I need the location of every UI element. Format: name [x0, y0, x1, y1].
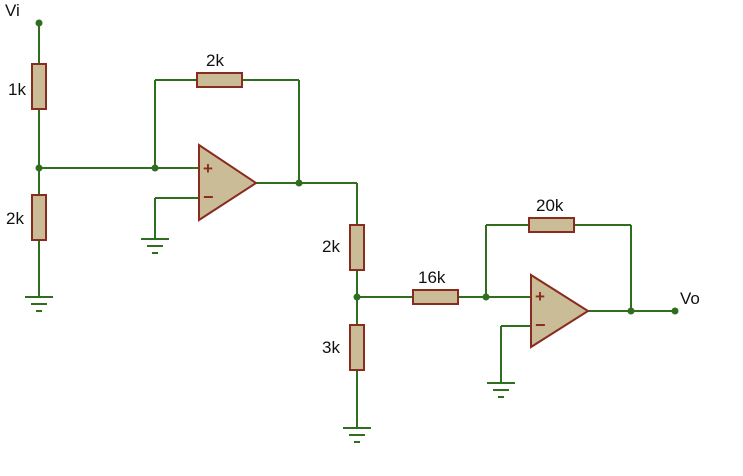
resistor-icon-r-top: [31, 63, 47, 110]
resistor-icon-r-series: [412, 289, 459, 305]
terminal-icon-output: [671, 307, 679, 315]
junction-icon: [482, 293, 490, 301]
junction-icon: [353, 293, 361, 301]
opamp-icon-2: [530, 273, 590, 349]
ground-icon-1: [25, 296, 53, 312]
opamps: [198, 143, 590, 349]
ground-icon-3: [343, 427, 371, 443]
opamp-1-plus-symbol: +: [203, 159, 213, 178]
resistor-icon-r-bottom: [31, 194, 47, 241]
output-label: Vo: [680, 289, 700, 308]
resistor-icon-r-mid-top: [349, 224, 365, 271]
terminal-icon-input: [35, 19, 43, 27]
resistor-icon-r-feedback-2: [528, 217, 575, 233]
opamp-2-plus-symbol: +: [535, 287, 545, 306]
r-mid-top-label: 2k: [322, 237, 340, 256]
resistor-icon-r-mid-bottom: [349, 324, 365, 371]
ground-icon-2: [141, 238, 169, 254]
opamp-1-minus-symbol: −: [203, 187, 214, 207]
r-feedback-1-label: 2k: [206, 51, 224, 70]
opamp-2-minus-symbol: −: [535, 315, 546, 335]
input-label: Vi: [5, 1, 20, 20]
opamp-icon-1: [198, 143, 258, 222]
junction-icon: [627, 307, 635, 315]
grounds: [25, 238, 515, 443]
resistor-icon-r-feedback-1: [196, 72, 243, 88]
nodes: [35, 19, 679, 315]
resistors: [31, 63, 575, 371]
r-mid-bottom-label: 3k: [322, 338, 340, 357]
r-feedback-2-label: 20k: [536, 196, 564, 215]
junction-icon: [295, 179, 303, 187]
r-series-label: 16k: [418, 268, 446, 287]
r-top-label: 1k: [8, 80, 26, 99]
ground-icon-4: [487, 382, 515, 398]
junction-icon: [151, 164, 159, 172]
r-bottom-label: 2k: [6, 209, 24, 228]
junction-icon: [35, 164, 43, 172]
